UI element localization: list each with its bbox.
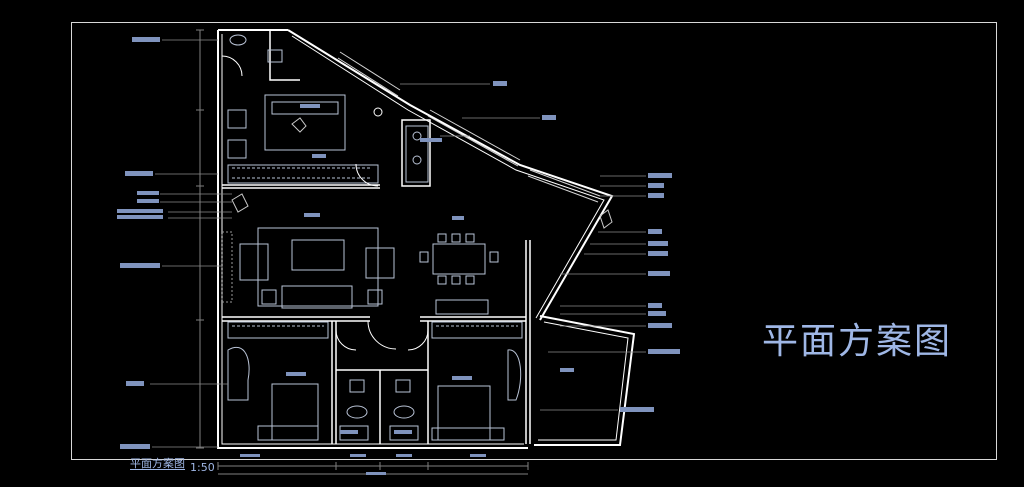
doors: [221, 55, 429, 351]
window-strips: [337, 51, 601, 203]
wardrobe-strip: [227, 164, 379, 184]
dimension-lines: [196, 29, 529, 475]
drawing-frame-border: [71, 22, 997, 460]
wall-outline-left-bottom: [217, 30, 528, 449]
exterior-walls: [217, 29, 636, 449]
living-rug: [257, 227, 379, 307]
furniture: [221, 34, 613, 441]
status-strip: [0, 476, 1024, 487]
bedroom2-bed: [271, 383, 319, 441]
wall-outline-annex: [534, 315, 636, 446]
armchair-right: [365, 247, 395, 279]
plan-caption: 平面方案图: [130, 457, 185, 470]
master-bed: [264, 94, 346, 151]
annotation-leaders: [150, 39, 646, 448]
bedroom3-bed: [437, 385, 491, 441]
drawing-main-title: 平面方案图: [762, 321, 953, 362]
sofa: [281, 285, 353, 309]
plan-scale: 1:50: [190, 461, 215, 474]
interior-walls: [222, 30, 531, 444]
armchair-left: [239, 243, 269, 281]
wall-outline-diagonal: [287, 29, 614, 321]
dining-table: [432, 243, 486, 275]
coffee-table: [291, 239, 345, 271]
annotation-marks: [117, 37, 680, 475]
